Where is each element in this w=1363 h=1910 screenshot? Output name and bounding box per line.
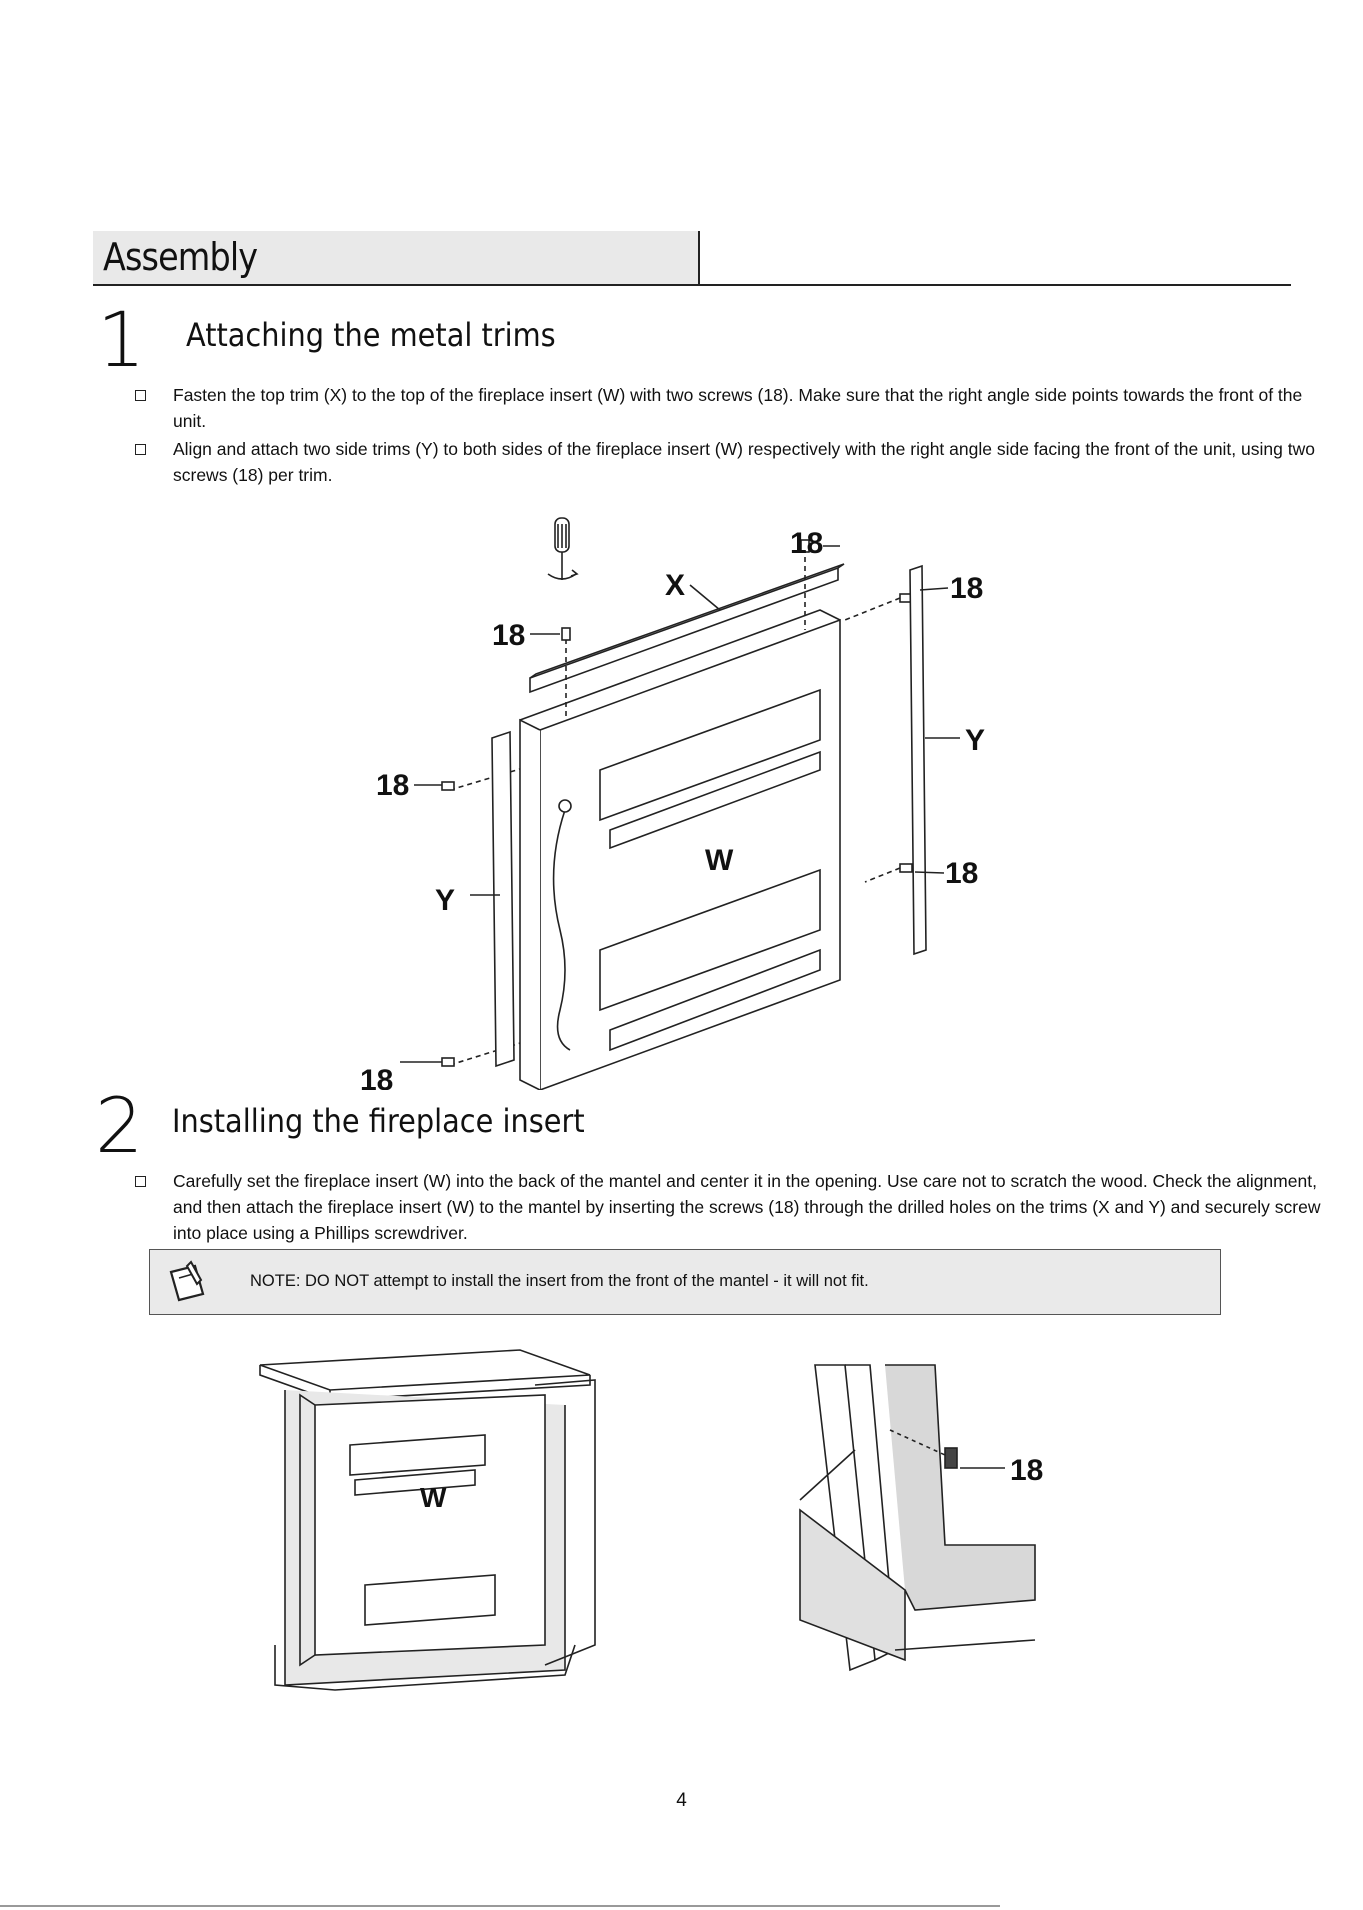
section-header-shade (93, 231, 698, 284)
note-pen-icon (169, 1260, 205, 1302)
trim-assembly-diagram: 18 18 18 18 18 18 X Y Y W (360, 517, 985, 1090)
step-1-number: 1 (97, 295, 146, 384)
bullet-text: Align and attach two side trims (Y) to b… (173, 439, 1315, 485)
step-2-number: 2 (95, 1081, 144, 1170)
section-header-rule (93, 284, 1291, 286)
mantel-install-diagram: W (259, 1349, 596, 1691)
screw-label: 18 (360, 1064, 393, 1090)
insert-label: W (705, 844, 734, 877)
bullet-text: Fasten the top trim (X) to the top of th… (173, 385, 1303, 431)
note-box: NOTE: DO NOT attempt to install the inse… (149, 1249, 1221, 1315)
screwdriver-icon (547, 517, 579, 580)
bullet-text: Carefully set the fireplace insert (W) i… (173, 1171, 1321, 1243)
insert-label: W (420, 1482, 447, 1513)
side-trim-label: Y (435, 884, 455, 917)
screw-label: 18 (790, 527, 823, 560)
checkbox-icon (135, 444, 146, 455)
screw-label: 18 (1010, 1454, 1043, 1487)
screw-label: 18 (950, 572, 983, 605)
section-header: Assembly (93, 231, 1291, 286)
footer-rule (0, 1905, 1000, 1907)
step-1-bullet-1: Fasten the top trim (X) to the top of th… (135, 382, 1335, 434)
checkbox-icon (135, 1176, 146, 1187)
step-2-title: Installing the fireplace insert (172, 1102, 585, 1140)
page-number: 4 (676, 1790, 687, 1811)
step-1-bullet-2: Align and attach two side trims (Y) to b… (135, 436, 1335, 488)
note-text: NOTE: DO NOT attempt to install the inse… (250, 1272, 869, 1290)
screw-closeup-diagram: 18 (799, 1364, 1043, 1672)
side-trim-label: Y (965, 724, 985, 757)
screw-label: 18 (492, 619, 525, 652)
screw-label: 18 (945, 857, 978, 890)
screw-label: 18 (376, 769, 409, 802)
checkbox-icon (135, 390, 146, 401)
section-title: Assembly (103, 235, 258, 279)
top-trim-label: X (665, 569, 685, 602)
step-1-title: Attaching the metal trims (186, 316, 556, 354)
section-header-divider (698, 231, 700, 286)
step-2-bullet-1: Carefully set the fireplace insert (W) i… (135, 1168, 1335, 1246)
